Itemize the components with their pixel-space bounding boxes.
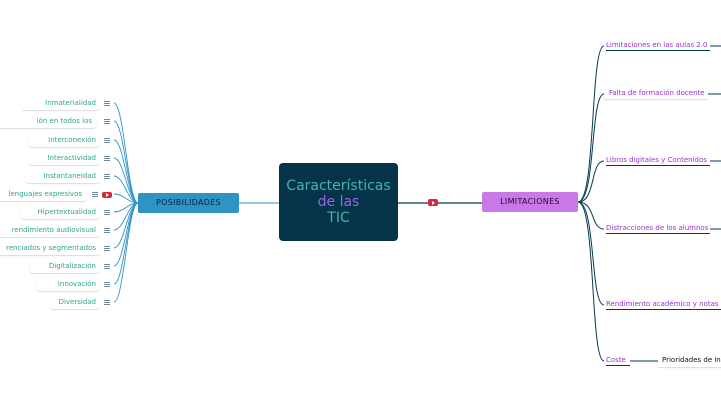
notes-icon[interactable] — [104, 228, 110, 233]
subtopic-lenguajes[interactable]: lenguajes expresivos — [0, 188, 86, 201]
notes-icon[interactable] — [104, 246, 110, 251]
subtopic-hipertextualidad[interactable]: Hipertextualidad — [20, 206, 100, 219]
subtopic-interconexion[interactable]: Interconexión — [28, 134, 100, 147]
collapse-toggle-icon[interactable] — [428, 199, 438, 206]
subtopic-penetracion[interactable]: ión en todos los — [0, 115, 96, 128]
central-title-line2: de las — [317, 194, 360, 210]
subtopic-interactividad[interactable]: Interactividad — [28, 152, 100, 165]
subtopic-inmaterialidad[interactable]: Inmaterialidad — [22, 97, 100, 110]
subtopic-innovacion[interactable]: Innovación — [36, 278, 100, 291]
video-play-icon[interactable] — [102, 192, 112, 198]
subtopic-distracciones[interactable]: Distracciones de los alumnos — [606, 224, 710, 234]
subtopic-digitalizacion[interactable]: Digitalización — [30, 260, 100, 273]
subtopic-rendimiento-audiovisual[interactable]: rendimiento audiovisual — [0, 224, 100, 237]
notes-icon[interactable] — [104, 210, 110, 215]
central-title-line3: TIC — [327, 210, 350, 226]
notes-icon[interactable] — [104, 174, 110, 179]
subtopic-prioridades[interactable]: Prioridades de in — [658, 354, 721, 367]
subtopic-instantaneidad[interactable]: Instantaneidad — [26, 170, 100, 183]
subtopic-falta-formacion[interactable]: Falta de formación docente — [604, 87, 708, 99]
notes-icon[interactable] — [92, 192, 98, 197]
limitaciones-topic[interactable]: LIMITACIONES — [482, 192, 578, 212]
subtopic-libros-digitales[interactable]: Libros digitales y Contenidos — [606, 154, 710, 166]
subtopic-coste[interactable]: Coste — [606, 354, 630, 366]
notes-icon[interactable] — [104, 300, 110, 305]
posibilidades-topic[interactable]: POSIBILIDADES — [138, 193, 239, 213]
notes-icon[interactable] — [104, 101, 110, 106]
central-title-line1: Características — [286, 178, 391, 194]
subtopic-diversidad[interactable]: Diversidad — [50, 296, 100, 309]
notes-icon[interactable] — [104, 119, 110, 124]
subtopic-limitaciones-aulas[interactable]: Limitaciones en las aulas 2.0 — [606, 39, 710, 51]
notes-icon[interactable] — [104, 264, 110, 269]
subtopic-diferenciados[interactable]: renciados y segmentados — [0, 242, 100, 255]
notes-icon[interactable] — [104, 282, 110, 287]
central-topic[interactable]: Características de las TIC — [279, 163, 398, 241]
notes-icon[interactable] — [104, 138, 110, 143]
subtopic-rendimiento-academico[interactable]: Rendimiento académico y notas — [606, 298, 721, 310]
notes-icon[interactable] — [104, 156, 110, 161]
